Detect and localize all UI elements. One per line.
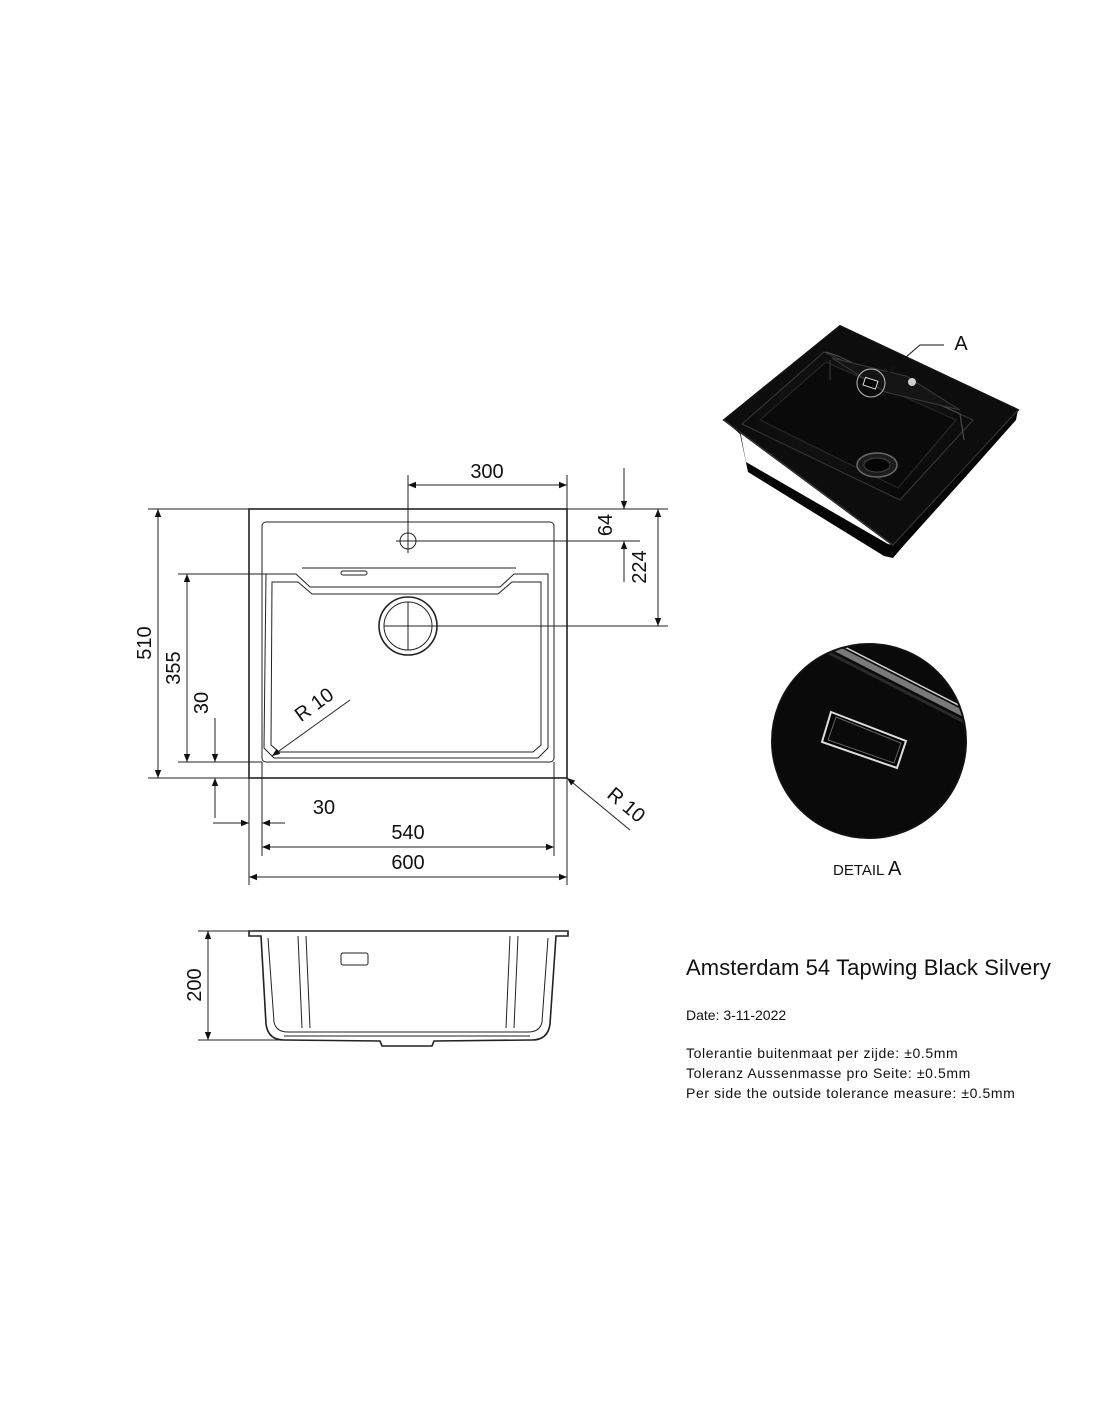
dim-300: 300 <box>407 461 568 532</box>
dim-224-label: 224 <box>629 550 651 583</box>
dim-540-label: 540 <box>391 822 424 844</box>
tolerance-nl: Tolerantie buitenmaat per zijde: ±0.5mm <box>686 1045 959 1061</box>
dim-355-label: 355 <box>163 651 185 684</box>
dim-30-horizontal: 30 <box>213 762 335 885</box>
detail-a-marker-label: A <box>954 333 968 355</box>
radius-outer: R 10 <box>566 777 650 831</box>
tolerance-de: Toleranz Aussenmasse pro Seite: ±0.5mm <box>686 1065 971 1081</box>
dim-600-label: 600 <box>391 852 424 874</box>
side-overflow-slot <box>340 952 369 966</box>
dim-540: 540 <box>262 762 555 856</box>
tolerance-en: Per side the outside tolerance measure: … <box>686 1085 1016 1101</box>
product-title: Amsterdam 54 Tapwing Black Silvery <box>686 955 1051 980</box>
bowl-inner-outline <box>270 581 542 753</box>
dim-510-label: 510 <box>134 626 156 659</box>
top-view <box>248 508 568 779</box>
bowl-outline <box>263 573 549 759</box>
side-outline <box>248 930 569 1047</box>
dim-510: 510 <box>134 508 249 779</box>
detail-a-caption: DETAIL A <box>833 858 901 881</box>
side-view <box>248 930 569 1047</box>
overflow-slot <box>340 570 368 576</box>
dim-600: 600 <box>249 778 568 885</box>
radius-outer-label: R 10 <box>603 783 650 827</box>
detail-a-marker-circle <box>856 368 886 398</box>
dim-355: 355 <box>163 573 266 763</box>
radius-inner-label: R 10 <box>291 684 338 727</box>
dim-30h-label: 30 <box>313 797 335 819</box>
dim-300-label: 300 <box>470 461 503 483</box>
dim-64-label: 64 <box>595 514 617 536</box>
detail-caption-text: DETAIL <box>833 862 884 879</box>
dim-224: 224 <box>432 508 668 627</box>
dim-30-vertical: 30 <box>191 692 249 818</box>
dim-200-label: 200 <box>184 968 206 1001</box>
dim-30v-label: 30 <box>191 692 213 714</box>
dim-200: 200 <box>184 930 284 1041</box>
detail-a-view <box>771 643 967 839</box>
product-date: Date: 3-11-2022 <box>686 1007 787 1023</box>
sink-tap-hole <box>908 378 916 386</box>
sink-3d-render <box>722 324 1020 558</box>
product-info: Amsterdam 54 Tapwing Black Silvery Date:… <box>686 955 1100 1103</box>
detail-caption-letter: A <box>888 858 902 880</box>
radius-inner: R 10 <box>271 684 351 757</box>
